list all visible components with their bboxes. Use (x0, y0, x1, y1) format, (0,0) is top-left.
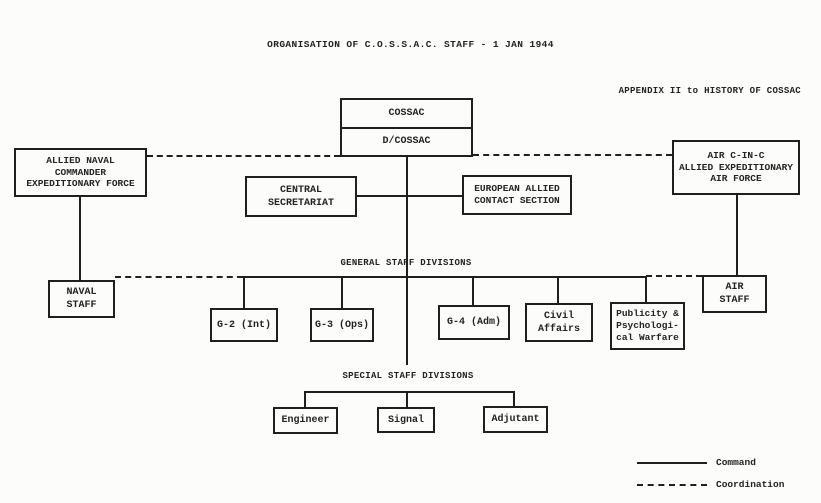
box-g4: G-4 (Adm) (438, 305, 510, 340)
coordination-line-cossac-to-aeaf (473, 154, 672, 156)
command-line-drop-signal (406, 391, 408, 407)
special-staff-divisions-label: SPECIAL STAFF DIVISIONS (342, 371, 474, 381)
legend-command-label: Command (716, 457, 756, 468)
box-publicity-psychological-warfare-label: Publicity & Psychologi- cal Warfare (616, 308, 679, 343)
box-signal: Signal (377, 407, 435, 433)
box-air-staff: AIR STAFF (702, 275, 767, 313)
box-central-secretariat: CENTRAL SECRETARIAT (245, 176, 357, 217)
coordination-line-naval-commander-to-cossac (147, 155, 340, 157)
box-cossac-label: COSSAC (342, 100, 471, 129)
command-line-drop-engineer (304, 391, 306, 407)
box-g3-label: G-3 (Ops) (314, 319, 369, 331)
box-publicity-psychological-warfare: Publicity & Psychologi- cal Warfare (610, 302, 685, 350)
box-engineer-label: Engineer (281, 415, 330, 426)
general-staff-divisions-label: GENERAL STAFF DIVISIONS (340, 258, 472, 268)
box-naval-staff: NAVAL STAFF (48, 280, 115, 318)
legend-command-line-sample (637, 461, 707, 464)
box-engineer: Engineer (273, 407, 338, 434)
box-civil-affairs-label: Civil Affairs (537, 310, 580, 335)
command-line-special-staff-bus (304, 391, 515, 393)
command-line-aeaf-to-air-staff (736, 195, 738, 275)
appendix-note: APPENDIX II to HISTORY OF COSSAC (618, 86, 801, 96)
command-line-general-to-special-staff (406, 277, 408, 365)
box-g3: G-3 (Ops) (310, 308, 374, 342)
box-allied-naval-commander-label: ALLIED NAVAL COMMANDER EXPEDITIONARY FOR… (26, 154, 135, 190)
box-cossac: COSSAC D/COSSAC (340, 98, 473, 157)
box-adjutant: Adjutant (483, 406, 548, 433)
box-central-secretariat-label: CENTRAL SECRETARIAT (267, 184, 334, 209)
box-g2-label: G-2 (Int) (216, 319, 271, 331)
box-european-allied-contact-section: EUROPEAN ALLIED CONTACT SECTION (462, 175, 572, 215)
box-air-c-in-c: AIR C-IN-C ALLIED EXPEDITIONARY AIR FORC… (672, 140, 800, 195)
command-line-drop-g2 (243, 277, 245, 308)
box-european-allied-contact-section-label: EUROPEAN ALLIED CONTACT SECTION (474, 183, 560, 206)
page-title: ORGANISATION OF C.O.S.S.A.C. STAFF - 1 J… (267, 39, 554, 50)
box-g4-label: G-4 (Adm) (446, 317, 501, 328)
box-d-cossac-label: D/COSSAC (382, 136, 431, 148)
coordination-line-naval-staff-to-general-staff (115, 276, 243, 278)
box-civil-affairs: Civil Affairs (525, 303, 593, 342)
box-naval-staff-label: NAVAL STAFF (66, 287, 97, 311)
legend-coordination-line-sample (637, 483, 707, 486)
command-line-naval-commander-to-naval-staff (79, 197, 81, 280)
command-line-drop-civil-affairs (557, 277, 559, 303)
legend-coordination: Coordination (637, 479, 784, 490)
command-line-drop-adjutant (513, 391, 515, 406)
command-line-drop-g4 (472, 277, 474, 305)
command-line-general-staff-bus (243, 276, 646, 278)
box-air-c-in-c-label: AIR C-IN-C ALLIED EXPEDITIONARY AIR FORC… (678, 149, 794, 185)
box-g2: G-2 (Int) (210, 308, 278, 342)
box-air-staff-label: AIR STAFF (719, 282, 750, 306)
command-line-dcossac-to-general-staff (406, 157, 408, 277)
command-line-secretariat-row (357, 195, 462, 197)
box-adjutant-label: Adjutant (491, 414, 540, 425)
box-signal-label: Signal (387, 414, 424, 426)
legend-command: Command (637, 457, 756, 468)
box-allied-naval-commander: ALLIED NAVAL COMMANDER EXPEDITIONARY FOR… (14, 148, 147, 197)
coordination-line-general-staff-to-air-staff (646, 275, 702, 277)
command-line-drop-publicity (645, 277, 647, 302)
command-line-drop-g3 (341, 277, 343, 308)
legend-coordination-label: Coordination (716, 479, 785, 490)
